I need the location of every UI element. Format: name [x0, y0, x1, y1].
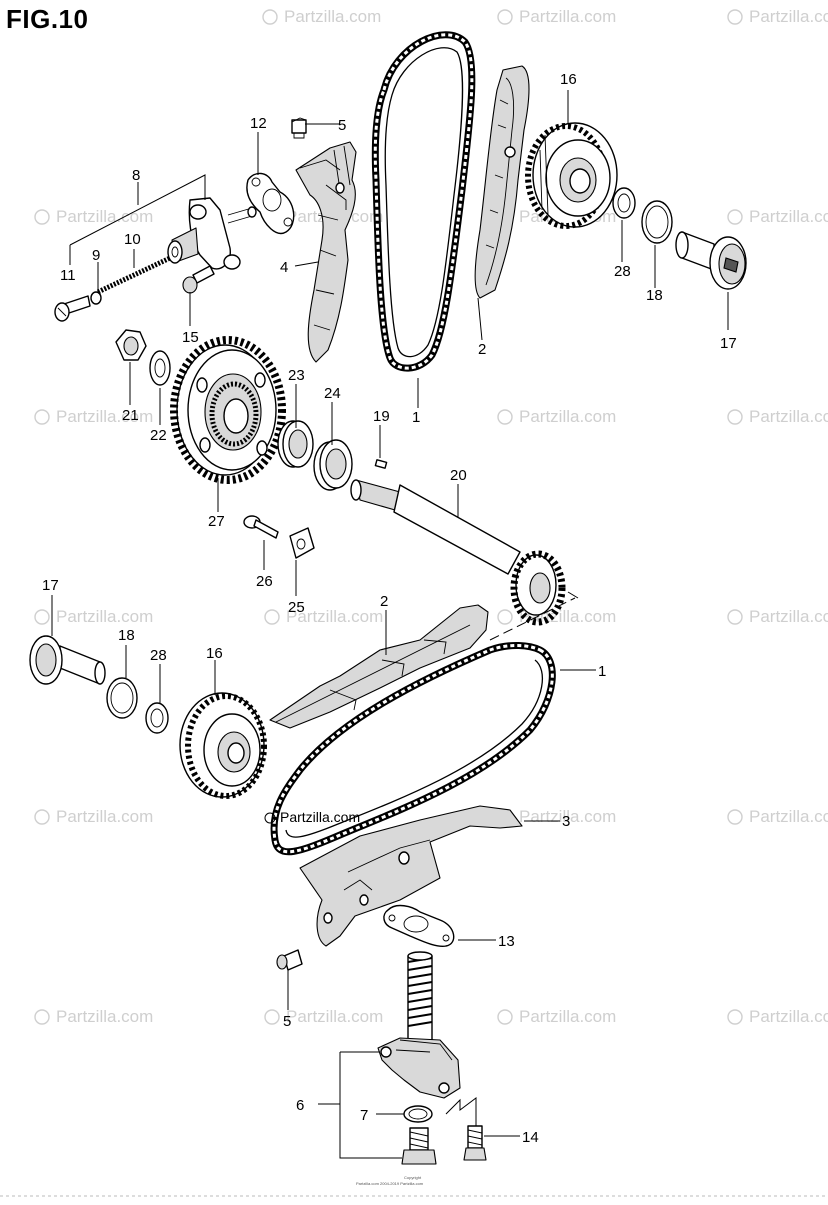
washer-28-top [612, 187, 636, 219]
callout-7: 7 [360, 1107, 368, 1124]
callout-6: 6 [296, 1097, 304, 1114]
ring-18-top [641, 200, 673, 244]
callout-3: 3 [562, 813, 570, 830]
callout-1-top: 1 [412, 409, 420, 426]
washer-28-bottom [145, 702, 169, 734]
chain-guide-bottom [269, 604, 489, 729]
callout-24: 24 [324, 385, 341, 402]
ring-18-bottom [106, 677, 138, 719]
gasket-12 [246, 172, 295, 235]
center-watermark: Partzilla.com [264, 809, 360, 825]
callout-25: 25 [288, 599, 305, 616]
spring-10 [96, 255, 172, 295]
callout-14: 14 [522, 1129, 539, 1146]
tensioner-adjuster-6 [377, 951, 461, 1099]
bolt-5-bottom [276, 949, 303, 971]
callout-27: 27 [208, 513, 225, 530]
pin-19 [374, 459, 388, 469]
watermark-text: Partzilla.com [56, 207, 153, 226]
bolt-15 [182, 265, 215, 294]
watermark-text: Partzilla.com [284, 7, 381, 26]
callout-2-bottom: 2 [380, 593, 388, 610]
primary-gear-27 [170, 336, 286, 484]
watermark-text: Partzilla.com [56, 607, 153, 626]
callout-28-top: 28 [614, 263, 631, 280]
bearing-24 [313, 439, 353, 491]
callout-28-bottom: 28 [150, 647, 167, 664]
cam-chain-top [371, 31, 476, 372]
watermark-text: Partzilla.com [56, 807, 153, 826]
callout-10: 10 [124, 231, 141, 248]
callout-5-bottom: 5 [283, 1013, 291, 1030]
callout-8: 8 [132, 167, 140, 184]
washer-9 [90, 291, 102, 305]
callout-11: 11 [60, 267, 76, 284]
callout-12: 12 [250, 115, 267, 132]
watermark-text: Partzilla.com [286, 1007, 383, 1026]
callout-13: 13 [498, 933, 515, 950]
callout-26: 26 [256, 573, 273, 590]
watermark-text: Partzilla.com [519, 7, 616, 26]
tensioner-arm-4 [295, 141, 357, 363]
callout-21: 21 [122, 407, 139, 424]
watermark-text: Partzilla.com [286, 607, 383, 626]
chain-guide-top [474, 65, 530, 299]
callout-19: 19 [373, 408, 390, 425]
svg-text:Partzilla.com: Partzilla.com [280, 809, 360, 825]
bolt-5-top [291, 117, 307, 139]
callout-20: 20 [450, 467, 467, 484]
callout-23: 23 [288, 367, 305, 384]
callout-18-bottom: 18 [118, 627, 135, 644]
gasket-13 [383, 904, 455, 948]
screw-26 [243, 515, 279, 539]
watermark-text: Partzilla.com [749, 807, 828, 826]
bolt-14 [463, 1125, 487, 1161]
cam-chain-bottom [270, 642, 556, 856]
bolt-11 [54, 295, 91, 322]
callout-17-bottom: 17 [42, 577, 59, 594]
watermark-text: Partzilla.com [749, 607, 828, 626]
callout-9: 9 [92, 247, 100, 264]
copyright-line-1: Copyright [404, 1175, 422, 1180]
copyright-line-2: Partzilla.com 2004-2019 Partzilla.com [356, 1181, 424, 1186]
watermark-text: Partzilla.com [749, 1007, 828, 1026]
nut-21 [115, 329, 147, 361]
callout-labels: 1 1 2 2 3 4 5 5 6 7 8 9 10 11 12 13 14 1… [42, 71, 737, 1146]
callout-5-top: 5 [338, 117, 346, 134]
watermark-text: Partzilla.com [749, 7, 828, 26]
watermark-text: Partzilla.com [56, 407, 153, 426]
washer-22 [149, 350, 171, 386]
watermark-text: Partzilla.com [519, 1007, 616, 1026]
oring-7 [403, 1105, 433, 1123]
idler-gear-bottom [179, 692, 267, 799]
callout-15: 15 [182, 329, 199, 346]
callout-16-top: 16 [560, 71, 577, 88]
callout-4: 4 [280, 259, 288, 276]
figure-title: FIG.10 [6, 4, 89, 34]
idler-shaft-bottom [29, 635, 106, 685]
watermark-text: Partzilla.com [749, 407, 828, 426]
idler-gear-top [525, 122, 618, 229]
leader-lines [51, 90, 729, 1159]
shaft-20 [350, 479, 566, 626]
plug-bolt [401, 1127, 437, 1165]
tensioner-blade-3 [299, 805, 523, 947]
tensioner-top [167, 197, 257, 270]
callout-18-top: 18 [646, 287, 663, 304]
callout-2-top: 2 [478, 341, 486, 358]
bearing-23 [277, 420, 314, 468]
watermark-text: Partzilla.com [56, 1007, 153, 1026]
watermark-text: Partzilla.com [519, 407, 616, 426]
callout-16-bottom: 16 [206, 645, 223, 662]
callout-17-top: 17 [720, 335, 737, 352]
idler-shaft-top [675, 231, 747, 290]
callout-1-bottom: 1 [598, 663, 606, 680]
plate-25 [289, 527, 315, 559]
watermark-text: Partzilla.com [749, 207, 828, 226]
callout-22: 22 [150, 427, 167, 444]
